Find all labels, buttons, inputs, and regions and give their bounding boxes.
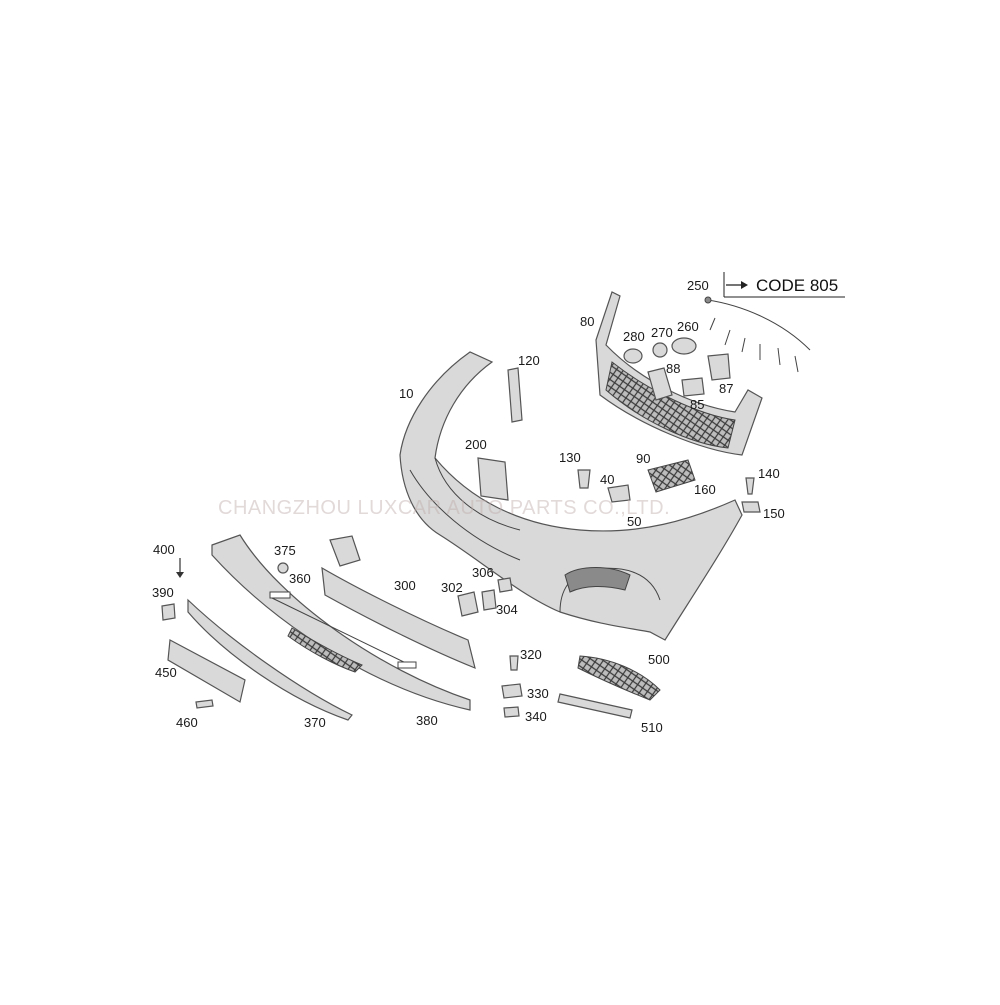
callout-270: 270	[651, 325, 673, 340]
bracket-304	[481, 589, 497, 611]
parking-sensors	[623, 337, 731, 401]
lower-spoiler-370	[187, 598, 353, 721]
fog-grille	[577, 655, 661, 701]
callout-450: 450	[155, 665, 177, 680]
callout-302: 302	[441, 580, 463, 595]
code-805-label: CODE 805	[756, 276, 839, 295]
bolt-460	[195, 699, 214, 709]
callout-510: 510	[641, 720, 663, 735]
license-plate-bracket	[167, 639, 246, 703]
callout-150: 150	[763, 506, 785, 521]
callout-250: 250	[687, 278, 709, 293]
trim-510	[557, 693, 633, 719]
callout-10: 10	[399, 386, 414, 401]
side-bracket	[507, 367, 523, 423]
lower-trim-380	[211, 534, 471, 711]
callout-330: 330	[527, 686, 549, 701]
screw-320	[509, 655, 519, 671]
bracket-306	[497, 577, 513, 593]
callout-85: 85	[690, 397, 705, 412]
washer-375	[277, 562, 289, 574]
tow-hook-cover	[607, 484, 631, 503]
callout-375: 375	[274, 543, 296, 558]
callout-80: 80	[580, 314, 595, 329]
callout-300: 300	[394, 578, 416, 593]
callout-460: 460	[176, 715, 198, 730]
part-390	[161, 603, 176, 621]
callout-200: 200	[465, 437, 487, 452]
callout-400: 400	[153, 542, 175, 557]
strip-360	[271, 597, 411, 666]
callout-140: 140	[758, 466, 780, 481]
callout-50: 50	[627, 514, 642, 529]
callout-160: 160	[694, 482, 716, 497]
part-340	[503, 706, 520, 718]
nut-150	[741, 501, 761, 513]
callout-320: 320	[520, 647, 542, 662]
callout-120: 120	[518, 353, 540, 368]
bumper-cover	[399, 351, 743, 641]
radar-module	[477, 457, 509, 501]
callout-380: 380	[416, 713, 438, 728]
callout-40: 40	[600, 472, 615, 487]
screw-140	[745, 477, 755, 495]
callout-500: 500	[648, 652, 670, 667]
impact-absorber	[321, 566, 476, 669]
wiring-harness	[704, 296, 811, 373]
callout-87: 87	[719, 381, 734, 396]
callout-306: 306	[472, 565, 494, 580]
clip-130	[577, 469, 591, 489]
callout-130: 130	[559, 450, 581, 465]
watermark-text: CHANGZHOU LUXCAR AUTO PARTS CO.,LTD.	[218, 497, 671, 519]
part-330	[501, 683, 523, 699]
bracket-302	[457, 591, 479, 617]
callout-90: 90	[636, 451, 651, 466]
callout-370: 370	[304, 715, 326, 730]
callout-390: 390	[152, 585, 174, 600]
callout-340: 340	[525, 709, 547, 724]
callout-88: 88	[666, 361, 681, 376]
callout-280: 280	[623, 329, 645, 344]
callout-360: 360	[289, 571, 311, 586]
grille-insert	[647, 459, 696, 493]
callout-304: 304	[496, 602, 518, 617]
callout-260: 260	[677, 319, 699, 334]
